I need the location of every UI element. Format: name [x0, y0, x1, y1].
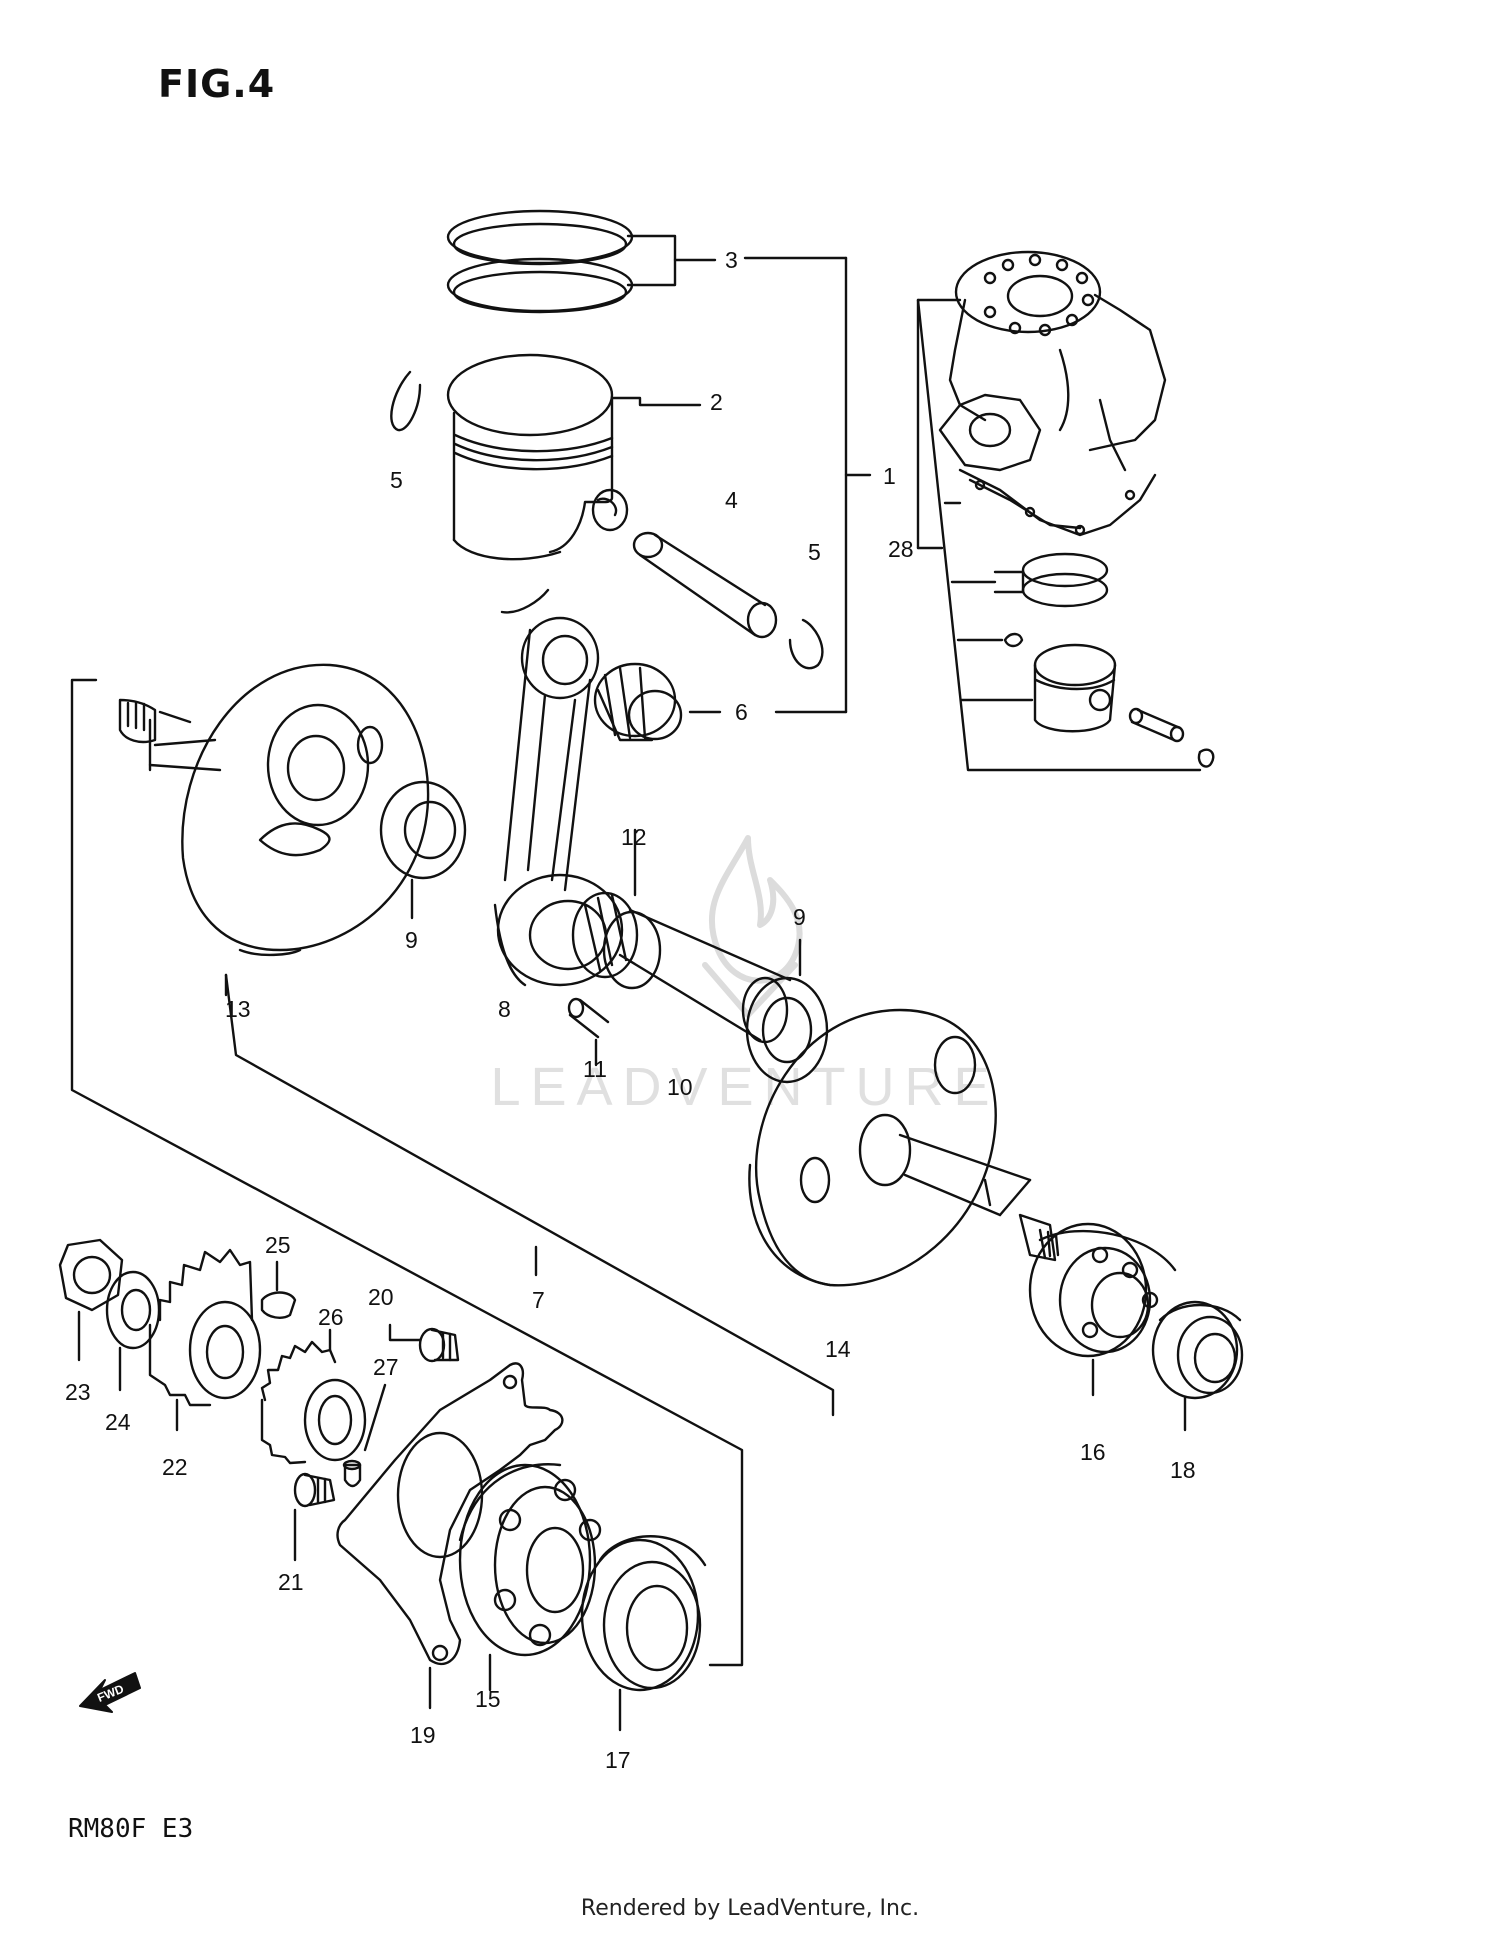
model-code: RM80F E3 — [68, 1814, 194, 1844]
part-dowel-pin[interactable] — [342, 1383, 387, 1488]
assembly-bracket-1 — [743, 256, 872, 714]
part-big-end-bearing[interactable] — [571, 828, 662, 990]
callout-4: 4 — [725, 487, 738, 513]
part-crank-washer-left[interactable] — [379, 780, 467, 920]
callout-26: 26 — [318, 1304, 344, 1330]
callout-28: 28 — [888, 536, 914, 562]
callout-2: 2 — [710, 389, 723, 415]
part-crankshaft-right[interactable] — [748, 1008, 1060, 1287]
part-crank-washer-right[interactable] — [745, 938, 829, 1084]
part-piston-pin-circlip-right[interactable] — [788, 618, 824, 670]
part-oil-seal-right[interactable] — [1151, 1300, 1244, 1432]
callout-19: 19 — [410, 1722, 436, 1748]
callout-15: 15 — [475, 1686, 501, 1712]
callout-9-left: 9 — [405, 927, 418, 953]
callout-9-right: 9 — [793, 904, 806, 930]
watermark-text: LEADVENTURE — [490, 1057, 999, 1117]
assembly-bracket-7 — [70, 678, 835, 1667]
part-crank-pin-dowel[interactable] — [567, 997, 610, 1067]
part-bearing-retainer-plate[interactable] — [336, 1362, 564, 1710]
callout-18: 18 — [1170, 1457, 1196, 1483]
part-crankshaft-bearing-right[interactable] — [1028, 1222, 1177, 1397]
part-cylinder-kit[interactable] — [916, 250, 1215, 772]
callout-3: 3 — [725, 247, 738, 273]
part-primary-gear-nut[interactable] — [58, 1238, 124, 1362]
callout-23: 23 — [65, 1379, 91, 1405]
callout-17: 17 — [605, 1747, 631, 1773]
callout-27: 27 — [373, 1354, 399, 1380]
part-retainer-screw[interactable] — [293, 1472, 336, 1562]
callout-16: 16 — [1080, 1439, 1106, 1465]
fwd-arrow-icon: FWD — [79, 1672, 141, 1713]
callout-6: 6 — [735, 699, 748, 725]
figure-title: FIG.4 — [158, 62, 276, 106]
watermark-logo-icon — [702, 835, 803, 1018]
callout-25: 25 — [265, 1232, 291, 1258]
callout-5-right: 5 — [808, 539, 821, 565]
part-piston-pin[interactable] — [632, 531, 778, 639]
callout-1: 1 — [883, 463, 896, 489]
callout-7: 7 — [532, 1287, 545, 1313]
callout-14: 14 — [825, 1336, 851, 1362]
callout-5-left: 5 — [390, 467, 403, 493]
part-piston-pin-circlip-left[interactable] — [390, 370, 422, 432]
callout-22: 22 — [162, 1454, 188, 1480]
callout-21: 21 — [278, 1569, 304, 1595]
part-small-end-bearing[interactable] — [593, 662, 722, 742]
callout-12: 12 — [621, 824, 647, 850]
part-oil-seal-left[interactable] — [580, 1535, 707, 1732]
part-connecting-rod[interactable] — [493, 588, 624, 987]
watermark: LEADVENTURE — [490, 835, 999, 1117]
part-primary-drive-gear[interactable] — [148, 1248, 262, 1432]
callout-labels: 1 2 3 4 5 5 6 7 8 9 9 10 11 12 13 14 15 … — [65, 247, 1196, 1773]
callout-11: 11 — [583, 1056, 607, 1082]
callout-24: 24 — [105, 1409, 131, 1435]
part-bearing-retainer-bolt[interactable] — [388, 1323, 460, 1363]
callout-8: 8 — [498, 996, 511, 1022]
part-crankshaft-bearing-left[interactable] — [458, 1463, 602, 1692]
callout-10: 10 — [667, 1074, 693, 1100]
part-woodruff-key[interactable] — [260, 1260, 297, 1319]
part-piston-rings[interactable] — [446, 209, 717, 314]
footer-credit: Rendered by LeadVenture, Inc. — [580, 1896, 920, 1921]
part-crankshaft-left[interactable] — [118, 663, 430, 957]
part-kick-idle-gear[interactable] — [260, 1328, 367, 1465]
callout-13: 13 — [225, 996, 251, 1022]
callout-20: 20 — [368, 1284, 394, 1310]
part-piston[interactable] — [446, 353, 702, 561]
